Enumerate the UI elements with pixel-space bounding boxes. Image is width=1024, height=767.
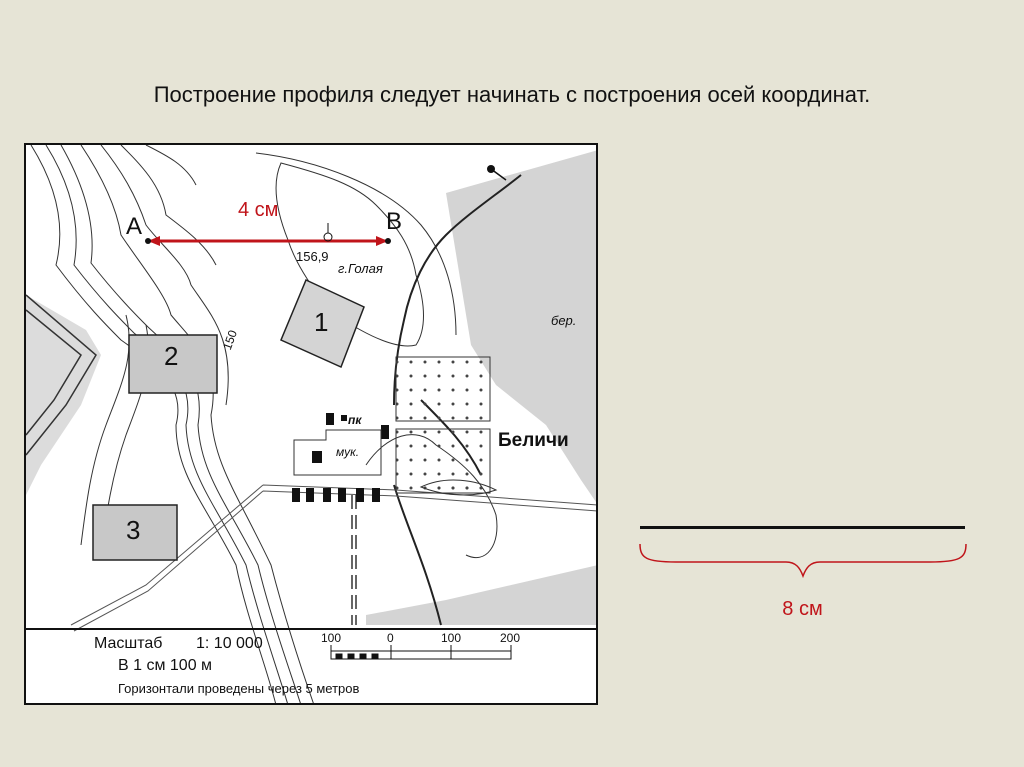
scale-tick-100-left: 100 bbox=[321, 631, 342, 645]
building-muk-label: мук. bbox=[336, 445, 360, 459]
gray-coast-west bbox=[26, 295, 101, 495]
scale-label: Масштаб bbox=[94, 635, 163, 652]
gray-field-east bbox=[446, 150, 596, 503]
scale-note: В 1 см 100 м bbox=[118, 657, 213, 674]
scale-tick-0: 0 bbox=[387, 631, 394, 645]
slide-title: Построение профиля следует начинать с по… bbox=[153, 82, 871, 107]
profile-axis-line bbox=[640, 526, 965, 529]
area-3 bbox=[92, 504, 178, 561]
area-2-label: 2 bbox=[164, 341, 179, 371]
area-1-label: 1 bbox=[314, 307, 329, 337]
scale-bar bbox=[330, 645, 512, 660]
scale-tick-200: 200 bbox=[500, 631, 521, 645]
village-label: Беличи bbox=[498, 430, 569, 451]
hill-name-label: г.Голая bbox=[338, 261, 383, 276]
area-1 bbox=[280, 278, 365, 369]
map-drawing bbox=[26, 145, 596, 703]
bank-label: бер. bbox=[551, 313, 577, 328]
building-pk-label: пк bbox=[348, 413, 362, 427]
scale-tick-100: 100 bbox=[441, 631, 462, 645]
contour-note: Горизонтали проведены через 5 метров bbox=[118, 681, 360, 696]
area-3-label: 3 bbox=[126, 515, 141, 545]
brace-icon bbox=[639, 543, 967, 579]
point-b-label: B bbox=[386, 208, 403, 235]
profile-axis-length: 8 см bbox=[782, 598, 823, 620]
gray-meadow-south bbox=[366, 565, 596, 625]
topographic-map: 4 см A B 156,9 г.Голая 150 Беличи бер. п… bbox=[24, 143, 598, 705]
scale-ratio: 1: 10 000 bbox=[196, 635, 263, 652]
elevation-label: 156,9 bbox=[296, 249, 329, 264]
point-a-label: A bbox=[126, 213, 143, 240]
area-2 bbox=[128, 334, 218, 394]
distance-label: 4 см bbox=[238, 199, 279, 221]
